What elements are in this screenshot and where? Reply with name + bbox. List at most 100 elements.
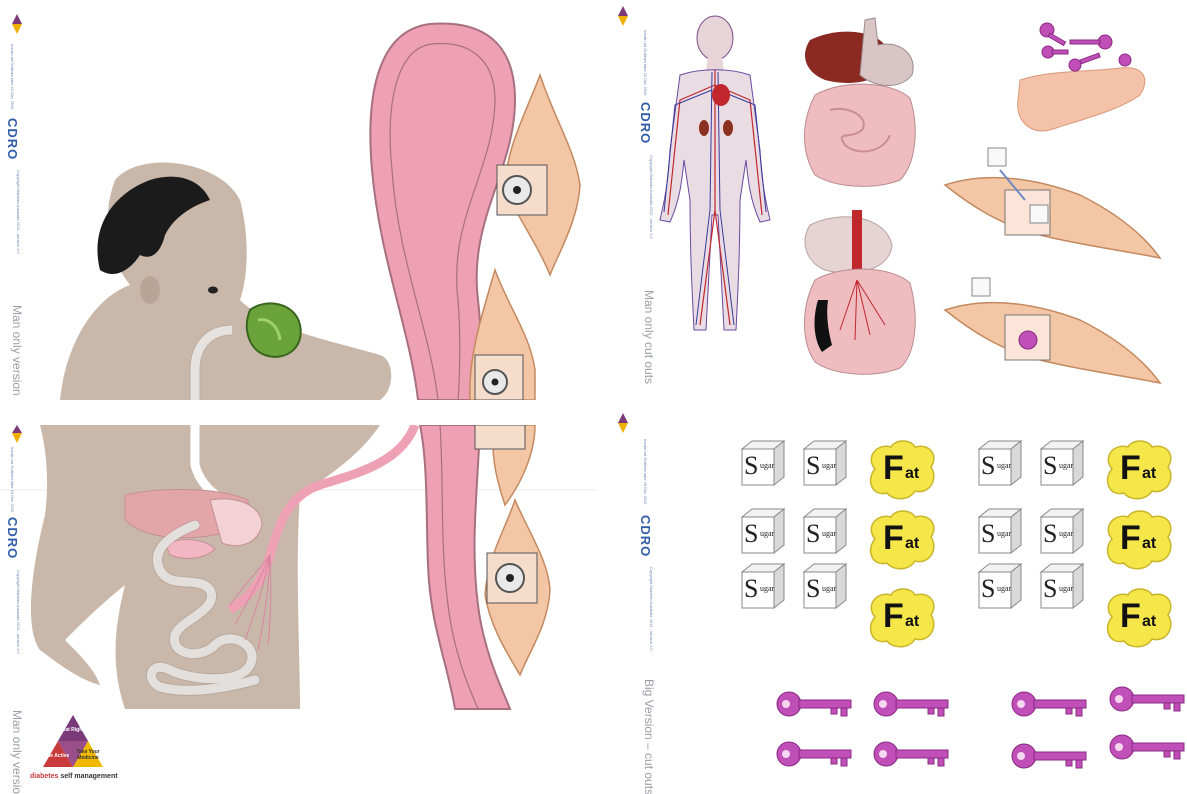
sugar-word: ugar [1059, 461, 1073, 470]
fat-letter: F [883, 597, 904, 636]
logo-triangle-icon [0, 0, 30, 40]
sugar-word: ugar [760, 529, 774, 538]
notice-text-1: Insulin ad Outlines take 15 Dec 2016 [643, 30, 648, 95]
fat-letter: F [883, 519, 904, 558]
fat-word: at [905, 535, 919, 553]
panel-man-eating-top: Insulin ad Outlines take 15 Dec 2016 CDR… [0, 0, 596, 400]
pancreas [1018, 68, 1145, 131]
panel-token-cutouts: Insulin ad Outlines take 15 Dec 2016 CDR… [600, 397, 1187, 794]
cdro-logo: CDRO [5, 118, 20, 160]
self-management-triangle: Eat Right Be Active Take Your Medicine d… [28, 715, 118, 794]
sugar-word: ugar [822, 529, 836, 538]
circulatory-system-figure [660, 16, 770, 330]
notice-text-2: Copyright Diabetes Australia 2012 - vers… [649, 155, 654, 239]
panel-man-torso-bottom: Insulin ad Outlines take 15 Dec 2016 CDR… [0, 425, 596, 794]
panel-caption: Man only version [10, 305, 24, 396]
panel-caption: Man only cut outs [642, 290, 656, 384]
insulin-key-icon [872, 737, 952, 771]
fat-word: at [905, 465, 919, 483]
sugar-letter: S [806, 451, 820, 481]
insulin-key-icon [1108, 730, 1187, 764]
sugar-word: ugar [997, 529, 1011, 538]
diabetes-label: diabetes [30, 773, 58, 780]
insulin-key-icon [872, 687, 952, 721]
sugar-letter: S [981, 451, 995, 481]
muscle-cell-with-glucose [945, 178, 1160, 258]
digestive-organs-bottom [804, 210, 915, 374]
fat-word: at [905, 613, 919, 631]
sugar-letter: S [806, 574, 820, 604]
notice-text-1: Insulin ad Outlines take 15 Dec 2016 [10, 44, 15, 109]
sugar-word: ugar [1059, 529, 1073, 538]
logo-triangle-icon [0, 425, 30, 455]
insulin-key-icon [1010, 739, 1090, 773]
eat-right-label: Eat Right [61, 727, 85, 733]
sugar-word: ugar [1059, 584, 1073, 593]
sugar-word: ugar [997, 584, 1011, 593]
fat-letter: F [883, 449, 904, 488]
notice-text-2: Copyright Diabetes Australia 2012 - vers… [16, 570, 21, 654]
sugar-word: ugar [760, 584, 774, 593]
panel-gap [0, 400, 600, 425]
insulin-key-icon [775, 687, 855, 721]
cdro-logo: CDRO [5, 517, 20, 559]
organ-cutouts-illustration [600, 0, 1187, 397]
sugar-letter: S [744, 574, 758, 604]
sugar-word: ugar [760, 461, 774, 470]
sugar-letter: S [1043, 451, 1057, 481]
panel-organ-cutouts: Insulin ad Outlines take 15 Dec 2016 CDR… [600, 0, 1187, 397]
fat-letter: F [1120, 449, 1141, 488]
sugar-word: ugar [997, 461, 1011, 470]
green-apple [247, 303, 301, 356]
self-management-label: self management [60, 773, 117, 780]
sugar-cube-icon: Sugar [738, 507, 786, 555]
sugar-letter: S [806, 519, 820, 549]
fat-word: at [1142, 465, 1156, 483]
sugar-letter: S [981, 519, 995, 549]
fat-letter: F [1120, 597, 1141, 636]
muscle-cell-with-key [945, 303, 1160, 383]
fat-letter: F [1120, 519, 1141, 558]
sugar-word: ugar [822, 584, 836, 593]
sugar-letter: S [744, 451, 758, 481]
sugar-letter: S [1043, 574, 1057, 604]
take-medicine-label: Take Your Medicine [76, 749, 100, 761]
cdro-logo: CDRO [638, 102, 653, 144]
insulin-key-icon [1108, 682, 1187, 716]
fat-word: at [1142, 613, 1156, 631]
notice-text-2: Copyright Diabetes Australia 2012 - vers… [16, 170, 21, 254]
notice-text-1: Insulin ad Outlines take 15 Dec 2016 [10, 447, 15, 512]
insulin-key-icon [1010, 687, 1090, 721]
insulin-keys [1040, 23, 1131, 71]
digestive-organs-top [804, 18, 915, 186]
sugar-word: ugar [822, 461, 836, 470]
man-torso [31, 425, 380, 709]
panel-caption: Man only version [10, 710, 24, 794]
sugar-letter: S [744, 519, 758, 549]
man-eating-illustration [0, 0, 596, 400]
be-active-label: Be Active [46, 753, 70, 759]
sugar-letter: S [981, 574, 995, 604]
sugar-letter: S [1043, 519, 1057, 549]
logo-triangle-icon [600, 0, 630, 30]
insulin-key-icon [775, 737, 855, 771]
fat-word: at [1142, 535, 1156, 553]
